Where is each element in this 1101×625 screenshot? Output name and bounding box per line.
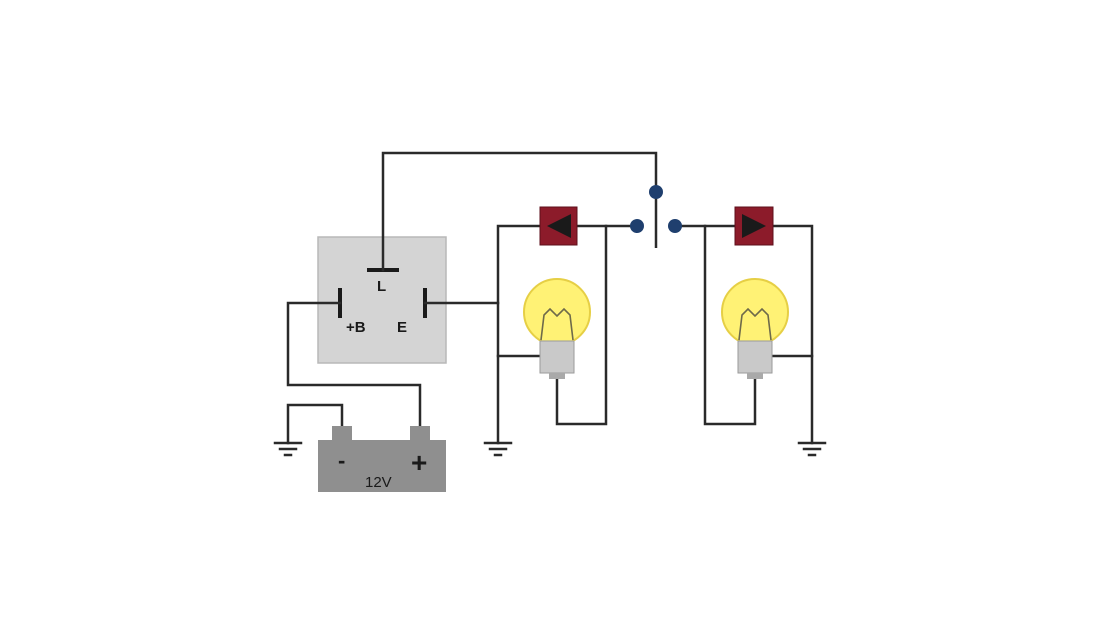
right-light-bulb-icon	[721, 278, 789, 379]
battery-neg-post	[332, 426, 352, 442]
right-bulb-glass	[721, 278, 789, 346]
left-bulb-filament	[540, 307, 574, 341]
wiring	[286, 151, 814, 445]
battery: - + 12V	[318, 426, 446, 492]
wire-left-main	[496, 224, 542, 445]
right-indicator	[734, 206, 774, 246]
turn-signal-switch	[630, 185, 682, 248]
left-bulb-base	[539, 340, 575, 374]
terminal-b-label: +B	[346, 319, 366, 336]
ground-right-circuit	[797, 441, 827, 457]
switch-right-contact-dot	[668, 219, 682, 233]
battery-body	[318, 440, 446, 492]
ground-left-circuit	[483, 441, 513, 457]
wire-b-to-battery	[286, 301, 422, 430]
right-arrow-icon	[742, 214, 766, 238]
battery-neg-label: -	[338, 448, 345, 473]
battery-voltage-label: 12V	[365, 474, 392, 491]
ground-battery	[273, 441, 303, 457]
wire-left-return	[555, 224, 608, 426]
wire-right-return	[703, 224, 757, 426]
wire-battery-neg-ground	[286, 403, 344, 445]
wire-right-indicator-out	[771, 224, 814, 445]
ground-symbol-icon	[273, 441, 827, 457]
battery-pos-post	[410, 426, 430, 442]
wire-l-to-switch	[381, 151, 658, 272]
terminal-e-label: E	[397, 319, 407, 336]
left-bulb-tip	[549, 373, 565, 379]
switch-left-contact-dot	[630, 219, 644, 233]
left-light-bulb-icon	[523, 278, 591, 379]
right-bulb-base	[737, 340, 773, 374]
left-bulb-glass	[523, 278, 591, 346]
switch-pivot-dot	[649, 185, 663, 199]
right-bulb-tip	[747, 373, 763, 379]
left-arrow-icon	[547, 214, 571, 238]
battery-pos-label: +	[411, 447, 427, 478]
right-bulb-filament	[738, 307, 772, 341]
terminal-l-label: L	[377, 278, 386, 295]
left-indicator	[539, 206, 578, 246]
